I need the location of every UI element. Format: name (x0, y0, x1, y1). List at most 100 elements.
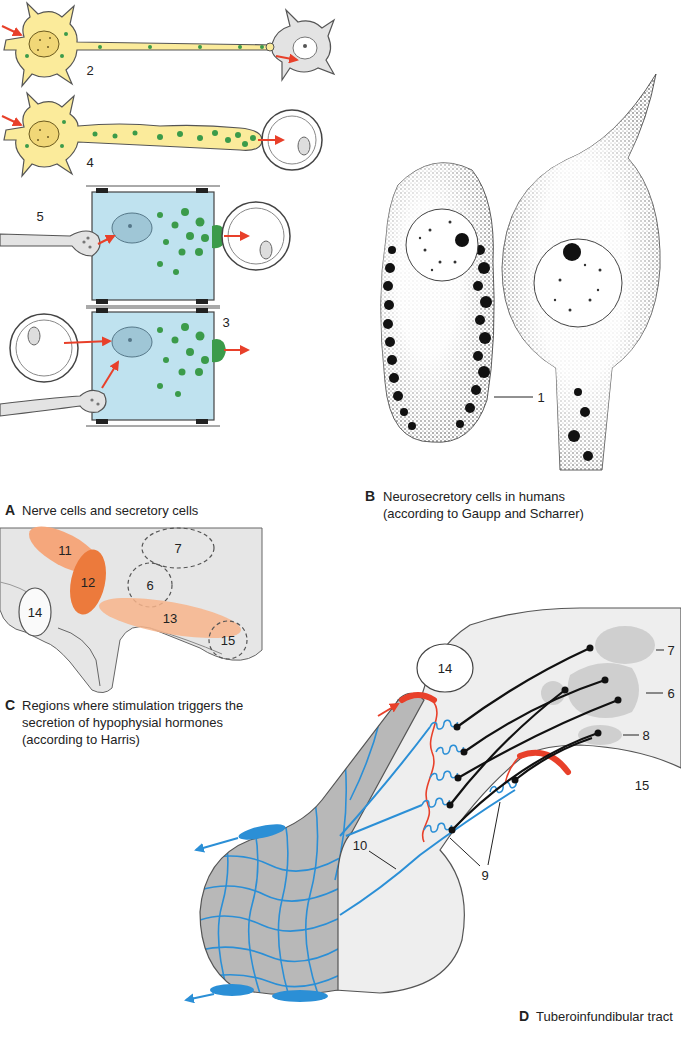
neurosecretory-cell-row-part-part (62, 120, 66, 124)
nerve-cell-row-part (272, 10, 334, 80)
secretory-cell-row-part (86, 426, 220, 427)
neurosecretory-cell-drawing-part-part (383, 319, 393, 329)
secretory-cell-row-part-part (196, 299, 208, 304)
tuberoinfundibular-drawing-part (435, 743, 464, 755)
nerve-cell-row-part (37, 49, 39, 51)
secretory-cell-row-part (10, 314, 78, 382)
neurosecretory-cell-drawing-part-part (574, 388, 582, 396)
tuberoinfundibular-drawing-part (200, 720, 380, 1000)
secretory-cell-row-part-part (157, 212, 163, 218)
tuberoinfundibular-drawing-part-part (515, 738, 592, 780)
callout-number: 6 (146, 578, 153, 593)
neurosecretory-cell-drawing-part-part (465, 403, 475, 413)
secretory-cell-row-part (0, 231, 100, 256)
region-ellipse: 7 (142, 528, 214, 568)
neurosecretory-cell-drawing-part-part (387, 355, 397, 365)
secretory-cell-row-part (112, 213, 152, 243)
secretory-cell-row-part-part (196, 218, 205, 227)
leader-line (494, 397, 533, 398)
neurosecretory-cell-row-part-part (177, 131, 183, 137)
secretory-cell-row-part-part (181, 208, 189, 216)
region-shape (19, 588, 51, 636)
neurosecretory-cell-drawing-part (406, 209, 478, 281)
secretory-cell-row-part (222, 202, 290, 270)
tuberoinfundibular-drawing-part (450, 648, 618, 830)
tuberoinfundibular-drawing-part-part (602, 677, 609, 684)
region-shape (417, 644, 473, 692)
leader-line-part (369, 851, 396, 869)
tuberoinfundibular-drawing-part-part (278, 820, 290, 1000)
tuberoinfundibular-drawing-part (505, 756, 520, 784)
tuberoinfundibular-drawing-part-part (454, 724, 461, 731)
tuberoinfundibular-drawing-part (595, 626, 655, 664)
secretory-cell-row-part-part (96, 419, 108, 424)
secretory-cell-row-part-part (96, 299, 108, 304)
secretory-cell-row-part (82, 240, 85, 243)
tuberoinfundibular-drawing-part (272, 990, 328, 1002)
callout-number: 7 (174, 541, 181, 556)
secretory-cell-row-part (86, 186, 220, 187)
leader-line-part (656, 650, 664, 651)
neurosecretory-cell-drawing-part (534, 239, 622, 327)
secretory-cell-row-part-part (181, 323, 189, 331)
secretory-cell-row-part-part (196, 188, 208, 193)
tuberoinfundibular-drawing-part-part (595, 730, 602, 737)
leader-line-part (488, 802, 500, 865)
secretory-cell-row (0, 308, 248, 426)
nerve-cell-row-part-part (64, 32, 68, 36)
callout-number: 15 (221, 633, 235, 648)
neurosecretory-cell-row-part-part (235, 132, 241, 138)
tuberoinfundibular-drawing-part-part (447, 802, 454, 809)
leader-line-part (646, 693, 663, 694)
tuberoinfundibular-drawing-part-part (512, 777, 519, 784)
tuberoinfundibular-drawing-part-part (455, 775, 462, 782)
neurosecretory-cell-row-part-part (25, 144, 29, 148)
tuberoinfundibular-drawing-part (237, 821, 286, 843)
leader-line-part (623, 735, 639, 736)
nerve-cell-row-part-part (98, 45, 102, 49)
neurosecretory-cell-drawing-part-part (471, 385, 481, 395)
callout-number: 14 (438, 661, 452, 676)
tuberoinfundibular-drawing-part (200, 693, 424, 994)
secretory-cell-row-part (224, 235, 248, 237)
neurosecretory-cell-row-part-part (113, 134, 118, 139)
nerve-cell-row-part (49, 37, 51, 39)
callout-number: 2 (86, 63, 93, 78)
neurosecretory-cell-drawing-part-part (568, 430, 580, 442)
secretory-cell-row-part (98, 236, 114, 244)
nerve-cell-row-part (25, 32, 264, 58)
neurosecretory-cell-drawing-part-part (431, 269, 433, 271)
secretory-cell-row-part-part (173, 269, 179, 275)
tuberoinfundibular-drawing-part (421, 796, 450, 808)
neurosecretory-cell-drawing-part (455, 233, 469, 247)
hypothalamus-section-part (58, 628, 100, 686)
nerve-cell-row-part-part (148, 45, 152, 49)
secretory-cell-row-part-part (96, 188, 108, 193)
callout-number: 4 (86, 155, 93, 170)
neurosecretory-cell-drawing-part-part (400, 408, 408, 416)
tuberoinfundibular-drawing-part (210, 984, 254, 996)
secretory-cell-row-part (157, 323, 209, 397)
neurosecretory-cell-row-part (258, 139, 283, 141)
neurosecretory-cell-row-part-part (212, 130, 218, 136)
neurosecretory-cell-drawing-part-part (580, 407, 590, 417)
neurosecretory-cell-drawing-part-part (385, 263, 395, 273)
panel-letter: A (5, 502, 15, 519)
secretory-cell-row-part-part (157, 261, 163, 267)
neurosecretory-cell-drawing-part (502, 74, 660, 470)
nerve-cell-row-part (293, 37, 317, 59)
neurosecretory-cell-row-part (39, 129, 41, 131)
nerve-cell-row-part (2, 26, 21, 35)
neurosecretory-cell-drawing-part-part (429, 229, 432, 232)
panel-caption: Neurosecretory cells in humans (accordin… (383, 488, 623, 522)
region-ellipse: 15 (209, 621, 247, 659)
neurosecretory-cell-drawing-part-part (597, 289, 599, 291)
neurosecretory-cell-row-part (29, 121, 59, 147)
neurosecretory-cell-row-part (2, 116, 21, 125)
secretory-cell-row-part (0, 390, 106, 416)
neurosecretory-cell-row-part-part (93, 132, 98, 137)
secretory-cell-row-part (212, 339, 226, 362)
region-shape (209, 621, 247, 659)
neurosecretory-cell-row-part-part (60, 144, 64, 148)
neurosecretory-cell-drawing-part-part (473, 351, 483, 361)
